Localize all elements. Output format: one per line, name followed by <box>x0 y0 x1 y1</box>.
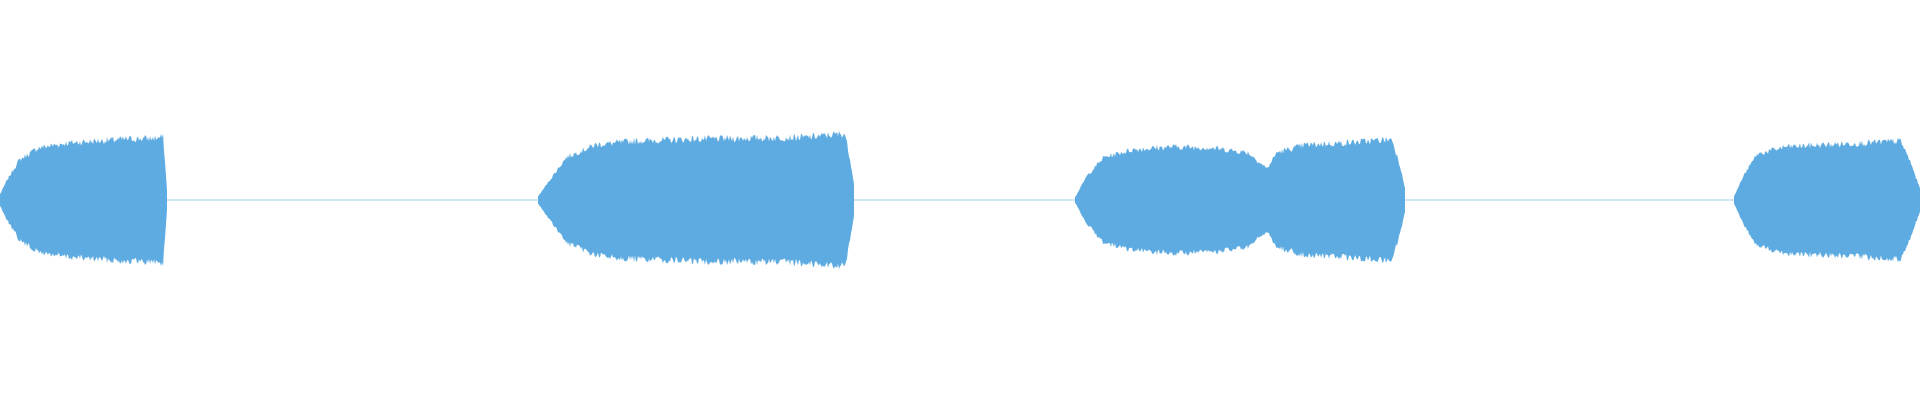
waveform-segment <box>0 133 167 267</box>
waveform-segment <box>1075 136 1405 264</box>
waveform-segments <box>0 131 1920 269</box>
waveform-segment <box>538 131 854 269</box>
waveform-segment <box>1734 137 1920 263</box>
